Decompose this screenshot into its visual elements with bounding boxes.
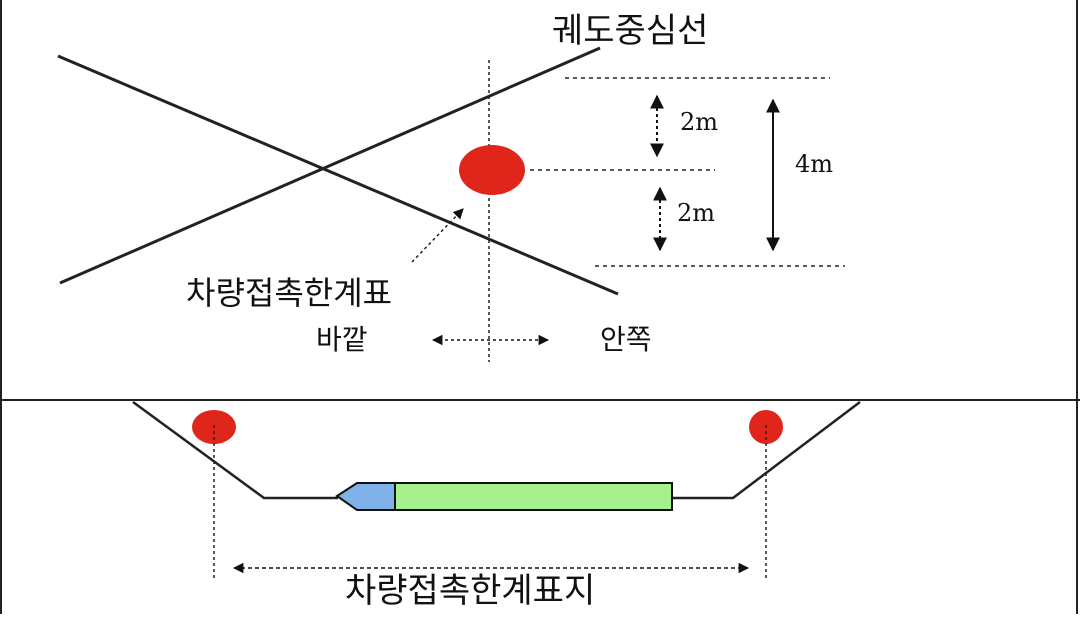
track-centerline-label: 궤도중심선	[552, 11, 709, 51]
upper-offset-label: 2m	[680, 108, 719, 136]
marker-pointer-arrow	[411, 208, 464, 263]
clearance-marker-label: 차량접촉한계표	[186, 274, 393, 312]
clearance-marker-dot	[459, 145, 525, 195]
car-body	[394, 482, 673, 511]
clearance-marker-post-label: 차량접촉한계표지	[345, 571, 596, 611]
inside-label: 안쪽	[600, 323, 652, 356]
total-width-label: 4m	[795, 150, 834, 178]
lower-offset-label: 2m	[677, 199, 716, 227]
main-track-line	[59, 46, 601, 285]
outside-label: 바깥	[316, 323, 368, 356]
diverging-track-line	[57, 54, 619, 296]
trackbed-profile-right	[672, 401, 861, 500]
trackbed-profile	[132, 400, 338, 500]
